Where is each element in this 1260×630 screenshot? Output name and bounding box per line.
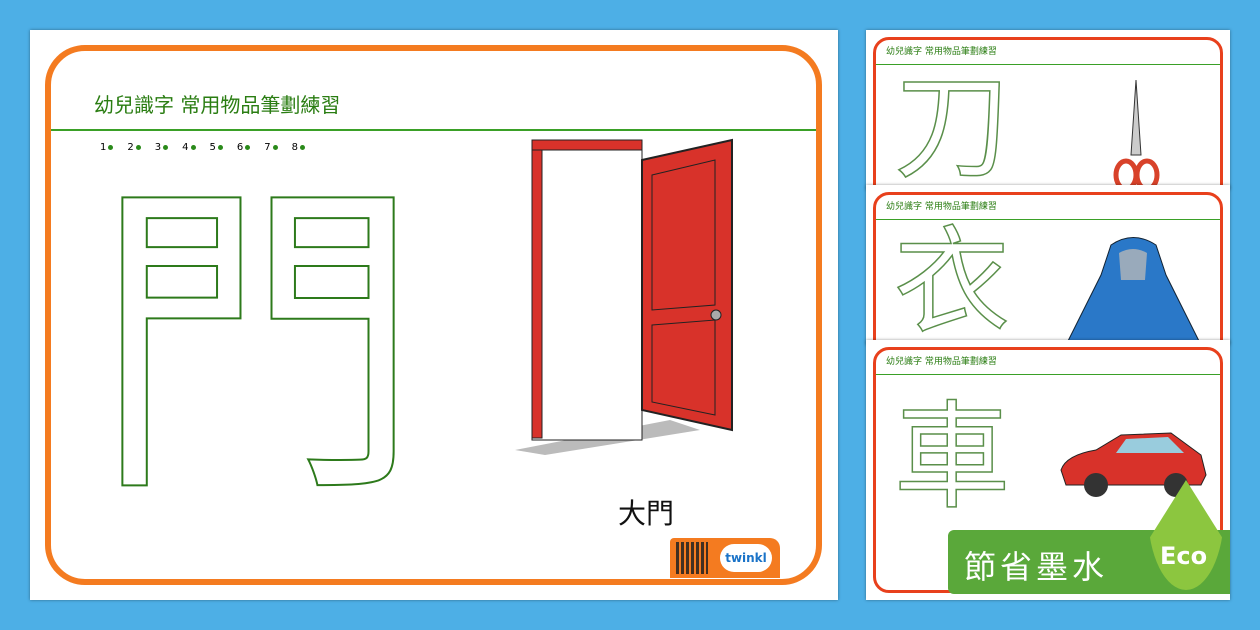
card-character: 刀 bbox=[893, 60, 1011, 190]
word-label: 大門 bbox=[618, 497, 675, 530]
card-character: 車 bbox=[893, 390, 1011, 525]
tracing-character: 門 bbox=[91, 153, 423, 537]
stroke-number: 6 bbox=[237, 142, 250, 154]
eco-badge: Eco bbox=[1160, 542, 1208, 570]
stroke-number: 4 bbox=[182, 142, 195, 154]
preview-card-1: 幼兒識字 常用物品筆劃練習 刀 bbox=[866, 30, 1230, 190]
stroke-number: 5 bbox=[210, 142, 223, 154]
qr-code-icon bbox=[676, 542, 708, 574]
eco-text: 節省墨水 bbox=[964, 548, 1109, 586]
card-character: 衣 bbox=[893, 215, 1011, 345]
brand-footer: twinkl bbox=[670, 538, 780, 578]
stroke-number: 1 bbox=[100, 142, 113, 154]
stroke-number: 2 bbox=[127, 142, 140, 154]
main-worksheet-preview: 幼兒識字 常用物品筆劃練習 1 2 3 4 5 6 7 8 門 大門 twink… bbox=[30, 30, 838, 600]
stroke-number: 3 bbox=[155, 142, 168, 154]
worksheet-title: 幼兒識字 常用物品筆劃練習 bbox=[94, 93, 341, 117]
door-illustration bbox=[515, 138, 733, 455]
scissors-illustration bbox=[1113, 79, 1160, 190]
preview-card-2: 幼兒識字 常用物品筆劃練習 衣 bbox=[866, 185, 1230, 345]
car-illustration bbox=[1060, 432, 1207, 497]
twinkl-logo: twinkl bbox=[720, 544, 772, 572]
stroke-number: 7 bbox=[264, 142, 277, 154]
stroke-order-numbers: 1 2 3 4 5 6 7 8 bbox=[100, 142, 305, 154]
card-title: 幼兒識字 常用物品筆劃練習 bbox=[886, 202, 997, 212]
card-title: 幼兒識字 常用物品筆劃練習 bbox=[886, 47, 997, 57]
worksheet-frame: 幼兒識字 常用物品筆劃練習 bbox=[45, 45, 822, 585]
jacket-illustration bbox=[1065, 237, 1202, 345]
stroke-number: 8 bbox=[292, 142, 305, 154]
divider bbox=[51, 129, 816, 131]
card-title: 幼兒識字 常用物品筆劃練習 bbox=[886, 357, 997, 367]
